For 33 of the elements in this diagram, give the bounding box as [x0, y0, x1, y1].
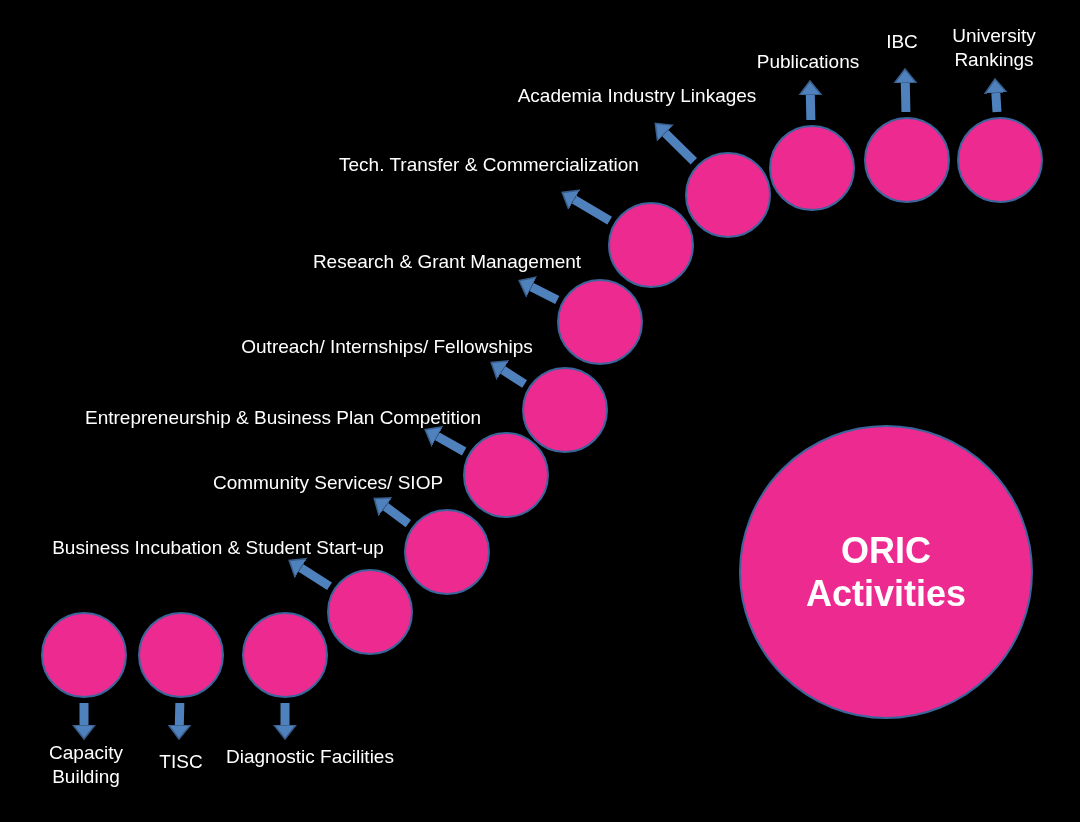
activity-label: Entrepreneurship & Business Plan Competition	[84, 406, 482, 430]
block-arrow	[654, 122, 697, 165]
activity-label: Tech. Transfer & Commercialization	[339, 153, 639, 177]
block-arrow	[518, 276, 560, 305]
activity-circle	[404, 509, 490, 595]
block-arrow	[72, 703, 96, 740]
block-arrow	[561, 189, 612, 225]
activity-label: TISC	[159, 750, 203, 774]
activity-label: Research & Grant Management	[312, 250, 582, 274]
block-arrow	[167, 702, 192, 740]
circle-title: ORIC Activities	[804, 528, 968, 616]
block-arrow	[490, 360, 528, 388]
activity-label: Capacity Building	[31, 741, 141, 789]
block-arrow	[288, 557, 332, 590]
activity-label: IBC	[886, 30, 918, 54]
block-arrow	[893, 68, 918, 113]
activity-circle	[557, 279, 643, 365]
activity-label: Academia Industry Linkages	[517, 84, 757, 108]
activity-label: Community Services/ SIOP	[212, 471, 444, 495]
activity-circle	[463, 432, 549, 518]
activity-label: Outreach/ Internships/ Fellowships	[241, 335, 533, 359]
activity-label: Diagnostic Facilities	[226, 745, 394, 769]
activity-label: University Rankings	[939, 24, 1049, 72]
activity-label: Publications	[756, 50, 860, 74]
block-arrow	[273, 703, 297, 740]
activity-circle	[522, 367, 608, 453]
activity-circle	[608, 202, 694, 288]
activity-circle	[685, 152, 771, 238]
block-arrow	[373, 497, 411, 528]
block-arrow	[424, 426, 467, 456]
activity-label: Business Incubation & Student Start-up	[52, 536, 384, 560]
block-arrow	[798, 80, 823, 121]
block-arrow	[984, 78, 1008, 113]
